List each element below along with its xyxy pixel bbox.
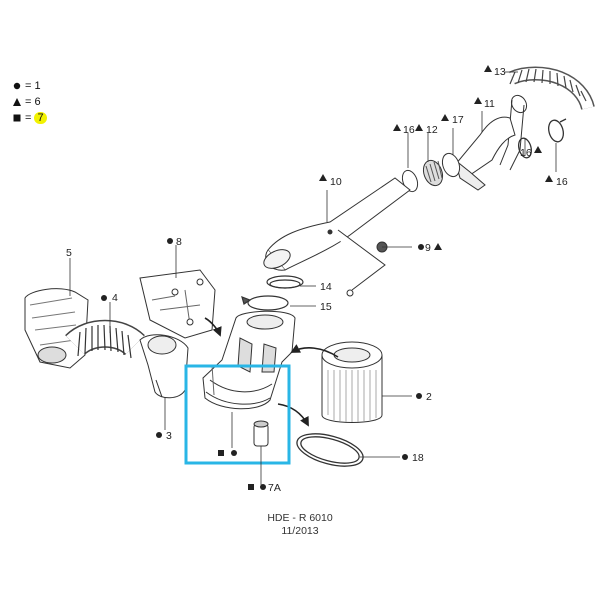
part-corrugated-hose bbox=[65, 319, 145, 359]
square-icon bbox=[218, 450, 224, 456]
label-14: 14 bbox=[320, 281, 332, 293]
legend-value-highlighted: 7 bbox=[34, 112, 47, 124]
circle-icon bbox=[402, 454, 408, 460]
triangle-icon bbox=[441, 114, 449, 121]
label-16-c: 16 bbox=[556, 176, 568, 188]
circle-icon bbox=[260, 484, 266, 490]
label-17: 17 bbox=[452, 114, 464, 126]
drawing-date: 11/2013 bbox=[281, 525, 319, 537]
part-clamp-rings-16 bbox=[518, 118, 567, 159]
circle-icon bbox=[13, 82, 21, 90]
legend-value: 1 bbox=[34, 80, 41, 92]
circle-icon bbox=[156, 432, 162, 438]
legend-row-circle: = 1 bbox=[8, 78, 68, 94]
label-5: 5 bbox=[66, 247, 72, 259]
label-18: 18 bbox=[412, 452, 424, 464]
triangle-icon bbox=[319, 174, 327, 181]
legend-value: 6 bbox=[34, 96, 41, 108]
label-11: 11 bbox=[484, 98, 495, 110]
part-labels: 5 4 8 3 7A 2 18 14 15 9 10 16 12 17 11 1… bbox=[66, 66, 568, 494]
part-elbow-3 bbox=[139, 334, 189, 399]
circle-icon bbox=[416, 393, 422, 399]
legend-row-triangle: = 6 bbox=[8, 94, 68, 110]
triangle-icon bbox=[474, 97, 482, 104]
legend-text: = 7 bbox=[25, 110, 47, 126]
part-gasket bbox=[296, 433, 364, 467]
part-inlet-cover bbox=[24, 288, 89, 369]
label-12: 12 bbox=[426, 124, 438, 136]
legend: = 1 = 6 = 7 bbox=[8, 78, 68, 126]
label-16-a: 16 bbox=[403, 124, 415, 136]
label-13: 13 bbox=[494, 66, 506, 78]
triangle-icon bbox=[545, 175, 553, 182]
triangle-icon bbox=[393, 124, 401, 131]
assembly-arrows bbox=[204, 317, 339, 427]
legend-text: = 1 bbox=[25, 80, 41, 92]
part-pipe-elbow bbox=[401, 116, 516, 193]
label-10: 10 bbox=[330, 176, 342, 188]
label-9: 9 bbox=[425, 242, 431, 254]
square-icon bbox=[13, 114, 21, 122]
part-intake-hose bbox=[499, 66, 595, 171]
highlight-box bbox=[184, 364, 291, 465]
drawing-code: HDE - R 6010 bbox=[267, 512, 333, 524]
label-16-b: 16 bbox=[520, 147, 532, 159]
part-bracket bbox=[139, 269, 216, 339]
square-icon bbox=[248, 484, 254, 490]
label-15: 15 bbox=[320, 301, 332, 313]
label-8: 8 bbox=[176, 236, 182, 248]
label-7a: 7A bbox=[268, 482, 281, 494]
part-upper-duct bbox=[263, 177, 411, 297]
circle-icon bbox=[101, 295, 107, 301]
legend-text: = 6 bbox=[25, 96, 41, 108]
label-4: 4 bbox=[112, 292, 118, 304]
circle-icon bbox=[418, 244, 424, 250]
triangle-icon bbox=[534, 146, 542, 153]
legend-row-square: = 7 bbox=[8, 110, 68, 126]
label-3: 3 bbox=[166, 430, 172, 442]
triangle-icon bbox=[484, 65, 492, 72]
circle-icon bbox=[231, 450, 237, 456]
label-2: 2 bbox=[426, 391, 432, 403]
triangle-icon bbox=[415, 124, 423, 131]
part-seal-rings bbox=[241, 275, 304, 311]
triangle-icon bbox=[434, 243, 442, 250]
label-symbols bbox=[101, 65, 553, 490]
part-filter-element bbox=[321, 341, 383, 423]
circle-icon bbox=[167, 238, 173, 244]
triangle-icon bbox=[13, 98, 21, 106]
part-filter-housing bbox=[202, 310, 296, 447]
leader-lines bbox=[69, 71, 557, 485]
